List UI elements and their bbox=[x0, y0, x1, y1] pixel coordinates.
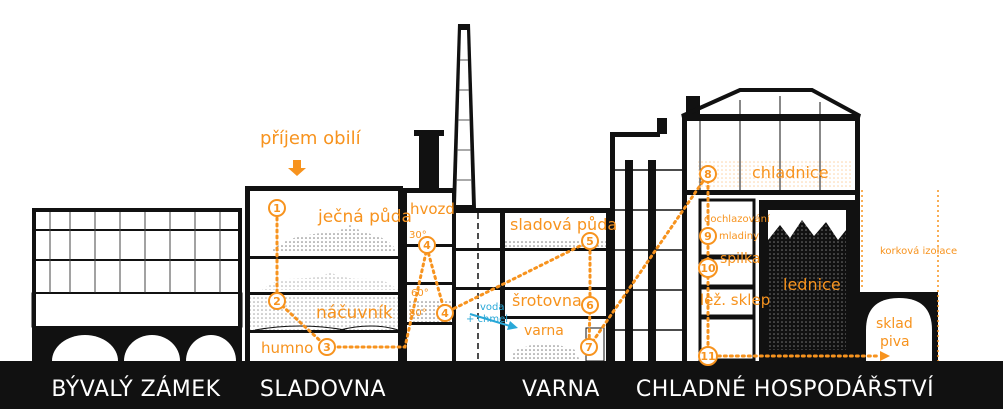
svg-text:7: 7 bbox=[585, 341, 593, 354]
label-80: 80° bbox=[409, 308, 427, 319]
step-6: 6 bbox=[581, 296, 599, 314]
path-arrowhead bbox=[880, 351, 890, 361]
step-4: 4 bbox=[418, 236, 436, 254]
label-srotovna: šrotovna bbox=[512, 291, 582, 310]
label-lez-sklep: lež. sklep bbox=[700, 291, 770, 309]
label-lednice: lednice bbox=[783, 275, 841, 294]
label-chmel: + chmel bbox=[466, 314, 508, 325]
step-7: 7 bbox=[580, 338, 598, 356]
label-sladova-puda: sladová půda bbox=[510, 215, 617, 234]
chimney bbox=[452, 24, 476, 208]
step-3: 3 bbox=[318, 338, 336, 356]
label-varna: varna bbox=[524, 323, 564, 339]
label-korkova-izolace: korková izolace bbox=[880, 245, 957, 257]
caption-byvaly-zamek: BÝVALÝ ZÁMEK bbox=[51, 376, 220, 402]
step-5: 5 bbox=[581, 232, 599, 250]
label-jecna-puda: ječná půda bbox=[317, 207, 412, 227]
water-arrow bbox=[469, 313, 511, 327]
svg-text:3: 3 bbox=[323, 341, 331, 354]
building-zamek bbox=[31, 208, 243, 361]
label-mladiny: mladiny bbox=[719, 231, 759, 242]
svg-text:1: 1 bbox=[273, 202, 281, 215]
svg-text:6: 6 bbox=[586, 299, 594, 312]
step-1: 1 bbox=[268, 199, 286, 217]
caption-chladne-hospodarstvi: CHLADNÉ HOSPODÁŘSTVÍ bbox=[636, 376, 934, 402]
label-dochlazovani: dochlazování bbox=[704, 213, 771, 225]
svg-text:11: 11 bbox=[700, 350, 715, 363]
intake-arrow-icon bbox=[288, 160, 306, 176]
svg-text:4: 4 bbox=[441, 307, 449, 320]
label-hvozd: hvozd bbox=[410, 200, 455, 218]
step-11: 11 bbox=[698, 346, 718, 366]
label-voda: voda bbox=[480, 302, 505, 313]
svg-text:8: 8 bbox=[704, 168, 712, 181]
label-prijem-obili: příjem obilí bbox=[260, 128, 362, 149]
svg-text:10: 10 bbox=[700, 262, 716, 275]
label-chladnice: chladnice bbox=[752, 163, 829, 182]
step-10: 10 bbox=[698, 258, 718, 278]
step-9: 9 bbox=[699, 227, 717, 245]
step-4b: 4 bbox=[436, 304, 454, 322]
svg-text:2: 2 bbox=[273, 295, 281, 308]
label-sklad: sklad bbox=[876, 316, 913, 332]
label-60: 60° bbox=[411, 288, 429, 299]
label-nacuvnik: náčuvník bbox=[316, 303, 393, 323]
caption-sladovna: SLADOVNA bbox=[260, 377, 386, 402]
label-30: 30° bbox=[409, 230, 427, 241]
step-8: 8 bbox=[699, 165, 717, 183]
svg-text:5: 5 bbox=[586, 235, 594, 248]
ground-strip bbox=[0, 361, 1003, 409]
svg-text:9: 9 bbox=[704, 230, 712, 243]
step-2: 2 bbox=[268, 292, 286, 310]
label-piva: piva bbox=[880, 334, 910, 350]
caption-varna: VARNA bbox=[522, 377, 600, 402]
svg-text:4: 4 bbox=[423, 239, 431, 252]
label-humno: humno bbox=[261, 339, 313, 357]
label-spilka: spilka bbox=[720, 251, 760, 267]
